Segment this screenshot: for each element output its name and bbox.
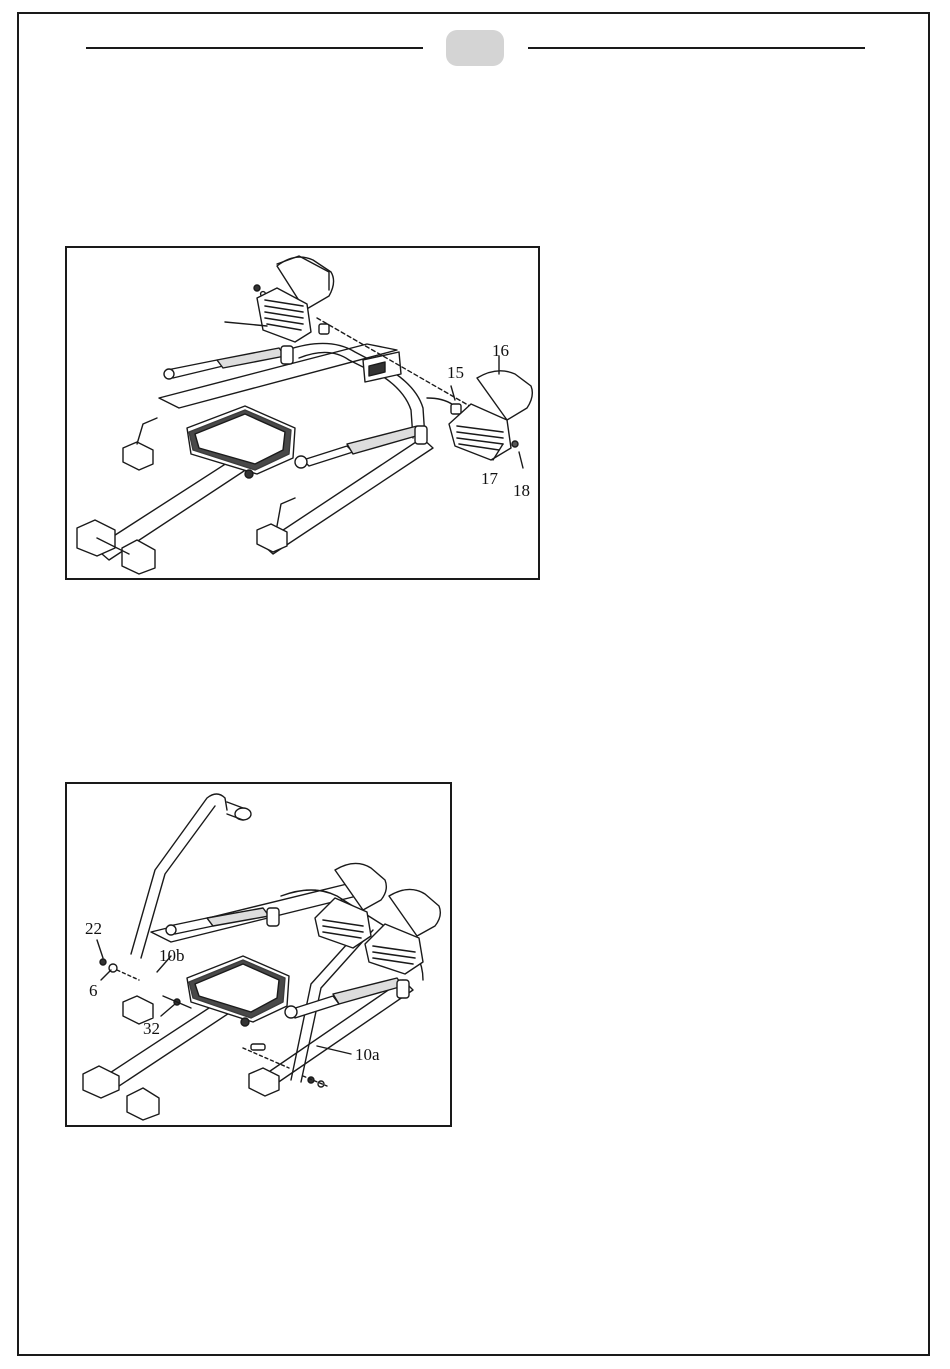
callout-part-17: 17: [481, 470, 498, 487]
callout-part-15: 15: [447, 364, 464, 381]
assembly-figure-2: 22 6 10b 32 10a: [65, 782, 452, 1127]
callout-part-10a: 10a: [355, 1046, 380, 1063]
assembly-figure-1: 15 16 17 18: [65, 246, 540, 580]
callout-part-22: 22: [85, 920, 102, 937]
callout-part-16: 16: [492, 342, 509, 359]
header-rule-right: [528, 47, 865, 49]
callout-part-6: 6: [89, 982, 98, 999]
callout-part-32: 32: [143, 1020, 160, 1037]
header-rule-left: [86, 47, 423, 49]
rower-footplate-assembly-illustration: [67, 248, 538, 578]
callout-part-18: 18: [513, 482, 530, 499]
callout-part-10b: 10b: [159, 947, 185, 964]
rower-arm-assembly-illustration: [67, 784, 450, 1125]
page-number-badge: [446, 30, 504, 66]
page-frame: [17, 12, 930, 1356]
